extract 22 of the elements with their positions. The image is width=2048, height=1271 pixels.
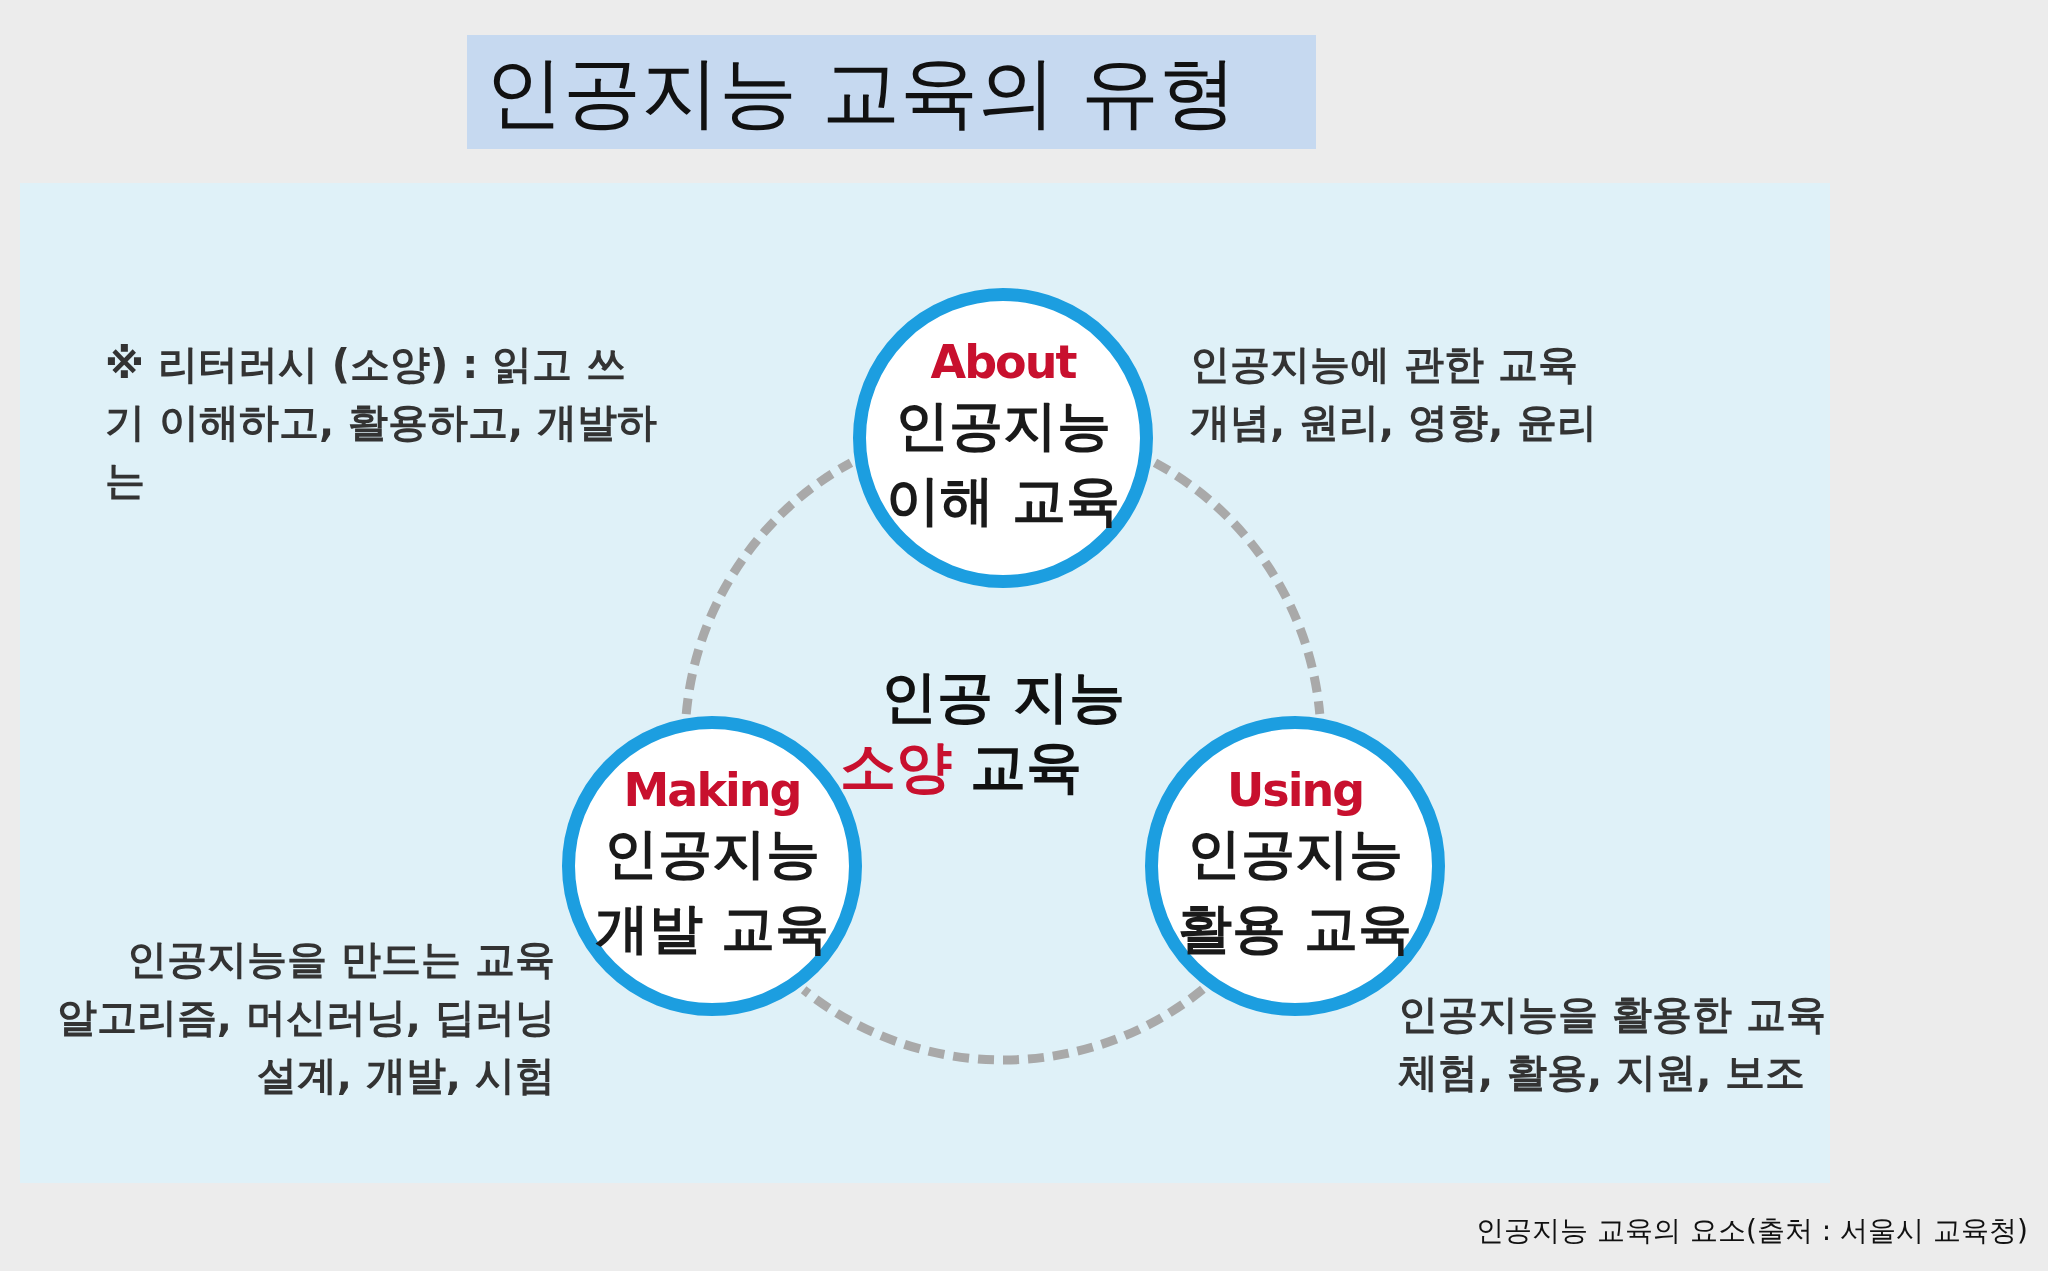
title: 인공지능 교육의 유형 <box>467 35 1316 149</box>
dashed-connector <box>801 985 1206 1064</box>
node-text: 인공지능 개발 교육 <box>593 820 831 963</box>
caption: 인공지능 교육의 요소(출처 : 서울시 교육청) <box>1476 1213 2028 1249</box>
node-description: 체험, 활용, 지원, 보조 <box>1398 1048 1806 1097</box>
note: ※ 리터러시 (소양) : 읽고 쓰기 이해하고, 활용하고, 개발하는 <box>105 340 659 505</box>
node-description: 설계, 개발, 시험 <box>256 1051 555 1100</box>
node-heading: About <box>930 337 1076 388</box>
dashed-connector <box>1152 458 1325 715</box>
node-heading: Using <box>1226 765 1364 816</box>
dashed-connector <box>681 458 854 715</box>
node-text: 인공지능 활용 교육 <box>1176 820 1414 963</box>
node-text: 인공지능 이해 교육 <box>884 392 1122 535</box>
center-text: 소양 <box>840 733 952 801</box>
node-description: 인공지능에 관한 교육 <box>1190 340 1578 389</box>
center-text: 교육 <box>970 733 1082 801</box>
node-description: 인공지능을 활용한 교육 <box>1398 990 1826 1039</box>
node-description: 알고리즘, 머신러닝, 딥러닝 <box>56 993 555 1042</box>
node-heading: Making <box>623 765 801 816</box>
node-description: 개념, 원리, 영향, 윤리 <box>1190 398 1598 447</box>
center-text: 인공 지능 <box>881 663 1125 731</box>
node-description: 인공지능을 만드는 교육 <box>127 935 555 984</box>
